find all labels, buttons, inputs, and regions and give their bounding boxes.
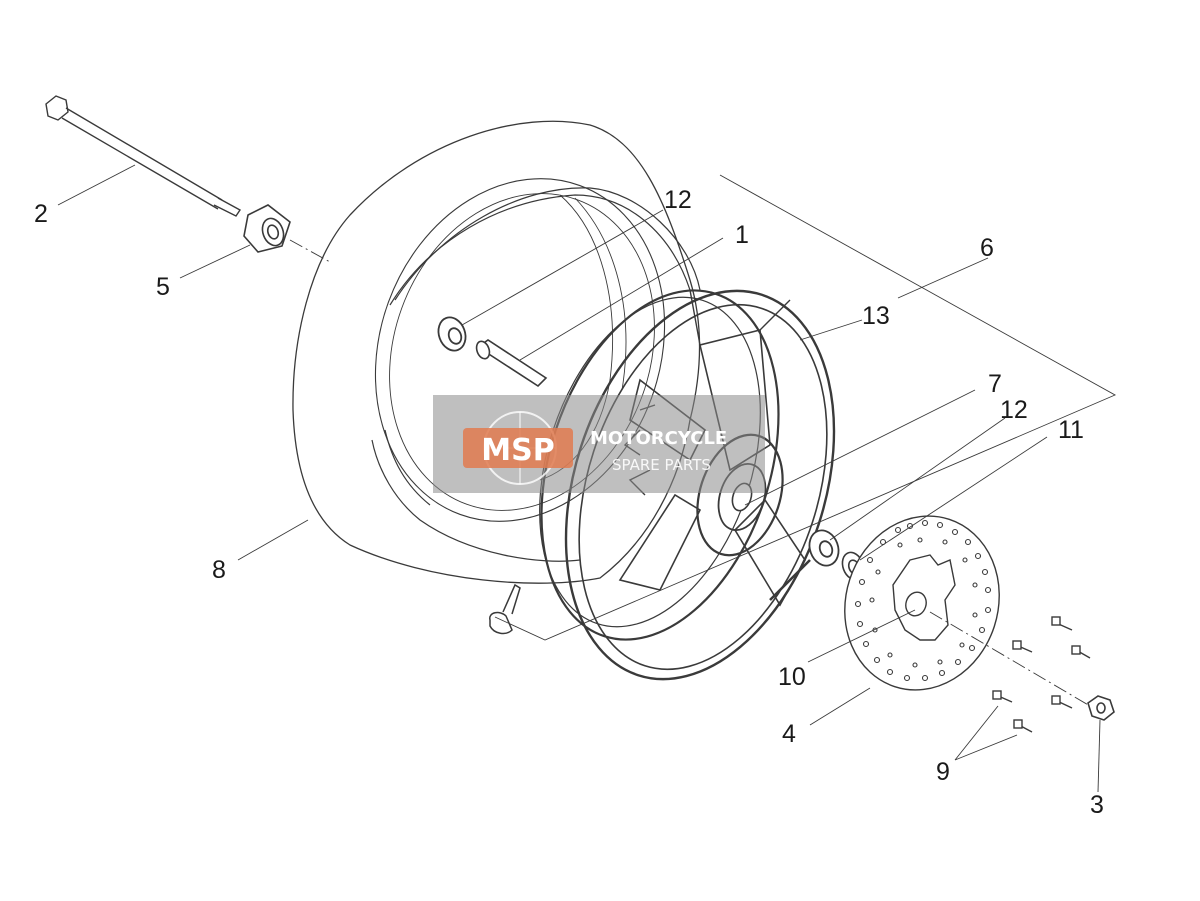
watermark-line2: SPARE PARTS	[612, 456, 711, 474]
bearing-left-part	[437, 316, 467, 352]
callout-5: 5	[156, 273, 170, 301]
callouts: 2 5 12 1 6 13 7 12 11 8 10 4 9 3	[34, 186, 1104, 819]
callout-10: 10	[778, 663, 806, 691]
callout-4: 4	[782, 720, 796, 748]
callout-9: 9	[936, 758, 950, 786]
spacer-tube-part	[475, 339, 548, 388]
axle-part	[45, 95, 242, 217]
watermark-badge	[463, 428, 573, 468]
watermark-line1: MOTORCYCLE	[590, 428, 727, 449]
callout-1: 1	[735, 221, 749, 249]
seal-part	[243, 204, 291, 253]
watermark-badge-text: MSP	[481, 433, 554, 468]
leader-lines	[57, 164, 1117, 793]
callout-7: 7	[988, 370, 1002, 398]
callout-13: 13	[862, 302, 890, 330]
assembly-axis	[289, 239, 1091, 707]
callout-8: 8	[212, 556, 226, 584]
watermark: MSP MOTORCYCLE SPARE PARTS	[433, 395, 765, 493]
bolts-part	[992, 616, 1091, 733]
valve-part	[489, 583, 521, 635]
callout-12-right: 12	[1000, 396, 1028, 424]
callout-3: 3	[1090, 791, 1104, 819]
callout-12-top: 12	[664, 186, 692, 214]
callout-11: 11	[1058, 416, 1084, 444]
callout-2: 2	[34, 200, 48, 228]
bearing-right-part	[808, 529, 840, 567]
callout-6: 6	[980, 234, 994, 262]
nut-part	[1087, 695, 1115, 721]
